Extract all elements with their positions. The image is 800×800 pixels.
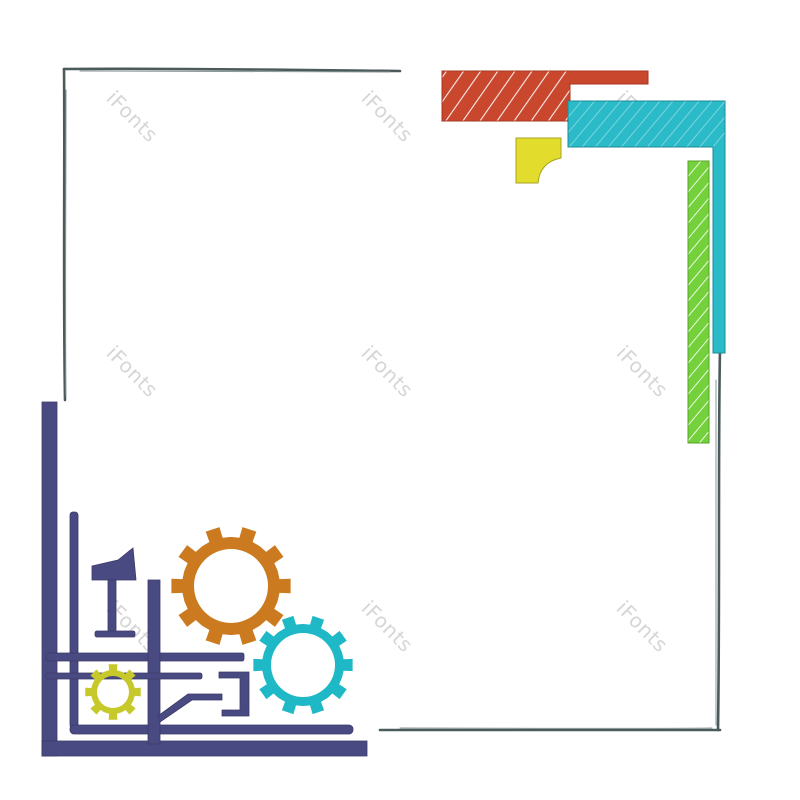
yellow-block xyxy=(515,137,562,184)
watermark-text: iFonts xyxy=(357,86,418,147)
watermark-text: iFonts xyxy=(357,596,418,657)
orange-gear-icon xyxy=(171,527,291,645)
gear-olive-body xyxy=(85,664,141,720)
teal-gear-icon xyxy=(253,615,353,715)
olive-gear-icon xyxy=(85,664,141,720)
red-bar xyxy=(441,70,649,122)
green-bar xyxy=(687,160,710,444)
watermark-text: iFonts xyxy=(102,86,163,147)
watermark-text: iFonts xyxy=(102,341,163,402)
gear-orange-body xyxy=(171,527,291,645)
industrial-pipes-decoration xyxy=(41,401,368,757)
corner-bars-decoration xyxy=(441,70,726,444)
gear-teal-body xyxy=(253,615,353,715)
cyan-bar xyxy=(567,100,726,354)
hand-drawn-frame xyxy=(62,67,722,732)
watermark-text: iFonts xyxy=(357,341,418,402)
watermark-text: iFonts xyxy=(612,596,673,657)
watermark-text: iFonts xyxy=(612,341,673,402)
